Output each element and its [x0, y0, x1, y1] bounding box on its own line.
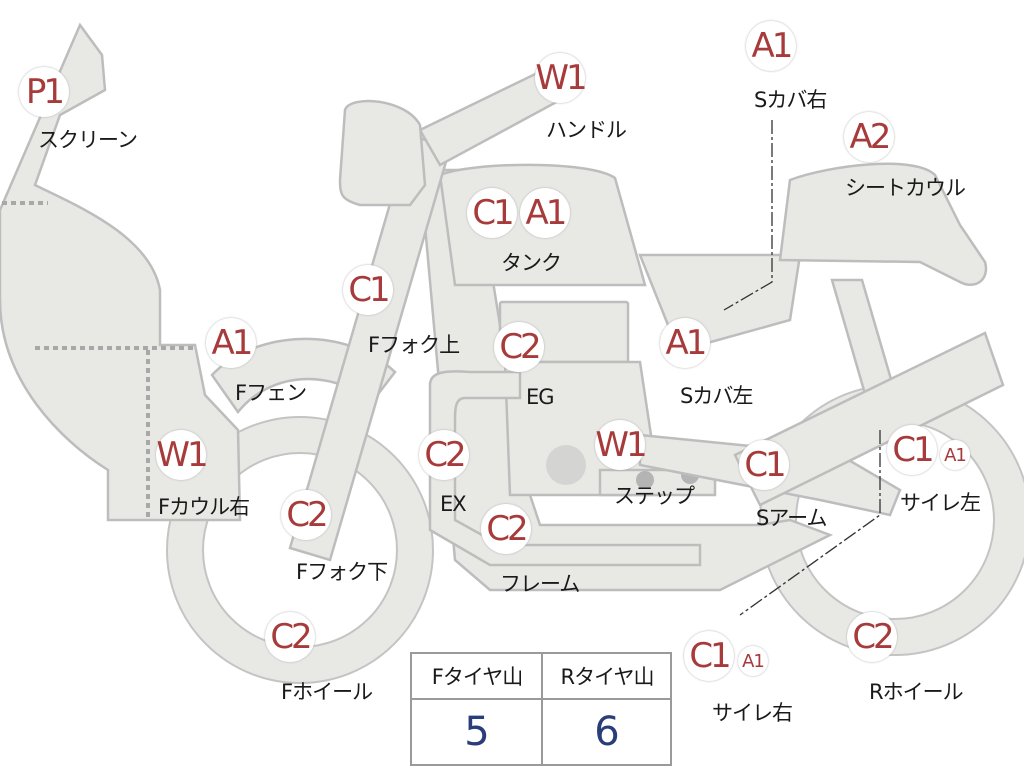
- handle-condition-badge: W1: [535, 53, 588, 103]
- seat-cowl-condition-badge: A2: [844, 112, 894, 162]
- f-fork-upper-condition-badge: C1: [343, 265, 393, 315]
- silencer-left-label: サイレ左: [900, 491, 981, 515]
- s-cover-right-leader-line: [723, 120, 773, 311]
- rear-tire-tread-header: Rタイヤ山: [542, 654, 672, 700]
- handle-label: ハンドル: [546, 118, 627, 142]
- front-wheel-outer-edge: [166, 416, 434, 684]
- tank-condition-badge-1: C1: [467, 188, 517, 238]
- tank-label: タンク: [501, 251, 562, 275]
- s-cover-left-label: Sカバ左: [680, 384, 753, 408]
- step-condition-badge: W1: [595, 420, 648, 470]
- f-cowl-right-condition-badge: W1: [156, 430, 209, 480]
- front-tire-tread-header: Fタイヤ山: [412, 654, 542, 700]
- screen-label: スクリーン: [38, 128, 138, 152]
- f-wheel-condition-badge: C2: [265, 612, 315, 662]
- f-fork-upper-label: Fフォク上: [368, 333, 460, 357]
- silencer-right-condition-badge-2: A1: [738, 646, 768, 676]
- frame-condition-badge: C2: [481, 504, 531, 554]
- s-cover-left-condition-badge: A1: [660, 318, 710, 368]
- engine-cover-shape: [546, 445, 586, 485]
- front-tire-tread-value: 5: [464, 709, 490, 755]
- s-arm-condition-badge: C1: [739, 440, 789, 490]
- f-fork-lower-condition-badge: C2: [281, 490, 331, 540]
- f-cowl-right-label: Fカウル右: [158, 495, 250, 519]
- front-wheel-shape: [167, 417, 433, 683]
- screen-condition-badge: P1: [19, 67, 69, 117]
- seat-cowl-shape: [778, 162, 988, 287]
- engine-condition-badge: C2: [494, 322, 544, 372]
- tire-tread-table: Fタイヤ山 Rタイヤ山 5 6: [410, 652, 672, 766]
- s-cover-right-condition-badge: A1: [746, 21, 796, 71]
- f-fender-label: Fフェン: [235, 381, 307, 405]
- f-fender-condition-badge: A1: [206, 318, 256, 368]
- exhaust-label: EX: [440, 492, 467, 516]
- s-arm-label: Sアーム: [756, 506, 827, 530]
- silencer-left-leader-line: [739, 430, 881, 616]
- silencer-right-condition-badge-1: C1: [684, 631, 734, 681]
- r-wheel-condition-badge: C2: [847, 612, 897, 662]
- silencer-right-label: サイレ右: [712, 701, 793, 725]
- r-wheel-label: Rホイール: [869, 680, 964, 704]
- silencer-shape: [733, 331, 1005, 507]
- frame-label: フレーム: [500, 572, 580, 596]
- mirror-shape: [338, 99, 427, 207]
- table-divider: [541, 654, 543, 764]
- step-label: ステップ: [614, 484, 695, 508]
- silencer-left-condition-badge-1: C1: [887, 425, 937, 475]
- step-peg-left-shape: [636, 471, 654, 489]
- silencer-left-condition-badge-2: A1: [940, 440, 970, 470]
- seat-cowl-label: シートカウル: [845, 176, 966, 200]
- tank-condition-badge-2: A1: [520, 188, 570, 238]
- f-fork-lower-label: Fフォク下: [296, 560, 388, 584]
- engine-label: EG: [526, 385, 555, 409]
- rear-tire-tread-value: 6: [594, 709, 620, 755]
- f-wheel-label: Fホイール: [281, 680, 373, 704]
- front-cowl-shape: [0, 22, 242, 522]
- s-cover-right-label: Sカバ右: [754, 88, 827, 112]
- exhaust-condition-badge: C2: [419, 430, 469, 480]
